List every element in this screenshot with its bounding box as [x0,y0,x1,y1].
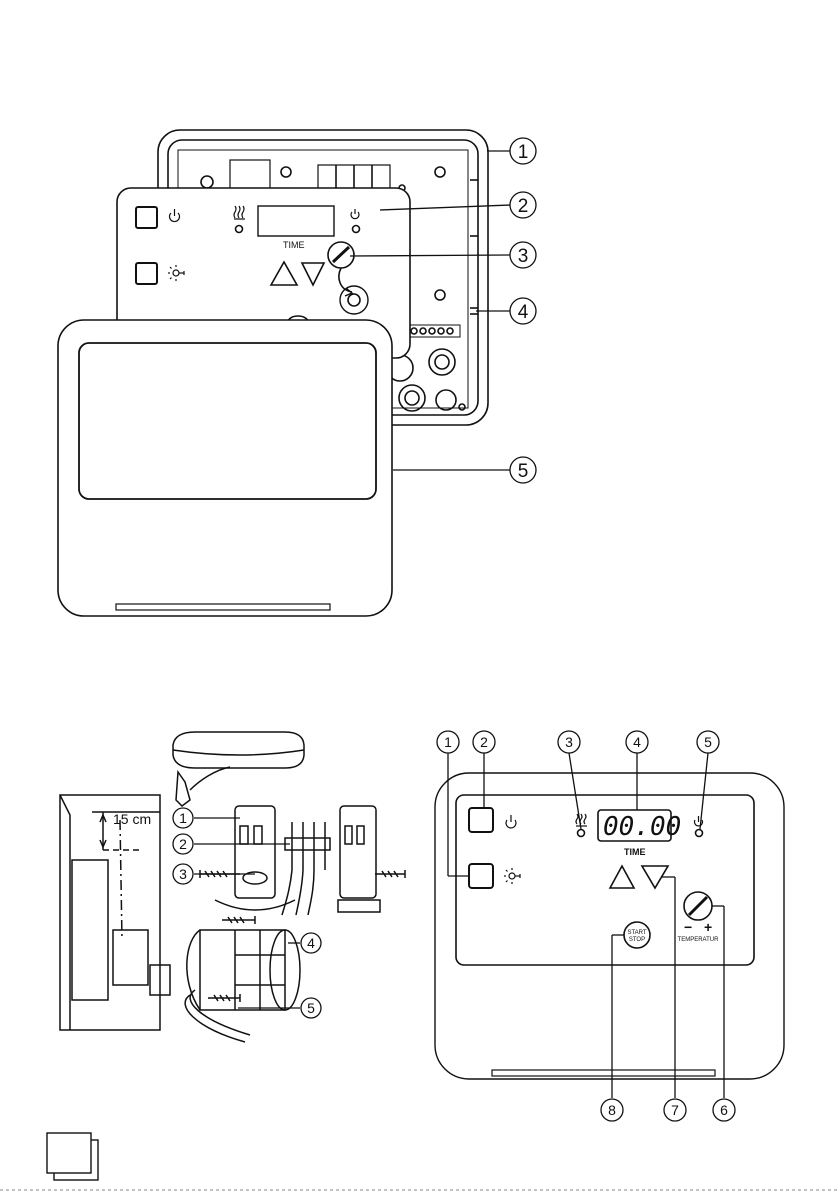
power-icon [506,815,516,828]
temperature-label: TEMPERATUR [678,937,720,943]
front-callout-2: 2 [480,734,488,750]
start-label: START [627,930,646,936]
arrow-up-button[interactable] [610,866,634,888]
front-time-label: TIME [624,847,646,857]
front-callout-3: 3 [565,734,573,750]
mount-callout-5: 5 [307,1000,315,1016]
mount-callout-2: 2 [179,836,187,852]
callout-1: 1 [518,142,529,163]
light-icon [504,868,520,884]
top-exploded-diagram [58,130,488,616]
light-button[interactable] [469,864,493,888]
callout-2: 2 [518,196,529,217]
front-callout-6: 6 [720,1102,728,1118]
heater-icon [576,814,587,826]
front-callout-4: 4 [633,734,641,750]
sensor-mounting-diagram [60,732,405,1042]
front-callout-1: 1 [444,734,452,750]
display-value: 00.00 [603,812,681,842]
front-cover [58,320,392,616]
distance-label: 15 cm [113,811,151,827]
callout-5: 5 [518,461,529,482]
callout-4: 4 [518,302,529,323]
top-time-label: TIME [283,240,305,250]
mount-callout-4: 4 [307,935,315,951]
page-corner-mark [47,1133,98,1180]
mount-callout-1: 1 [179,810,187,826]
front-callout-8: 8 [608,1102,616,1118]
stop-label: STOP [629,937,645,943]
minus-sign: − [684,919,692,935]
front-callout-5: 5 [704,734,712,750]
front-callout-7: 7 [671,1102,679,1118]
plus-sign: + [704,919,712,935]
callout-3: 3 [518,246,529,267]
power-button[interactable] [469,808,493,832]
mount-callout-3: 3 [179,866,187,882]
